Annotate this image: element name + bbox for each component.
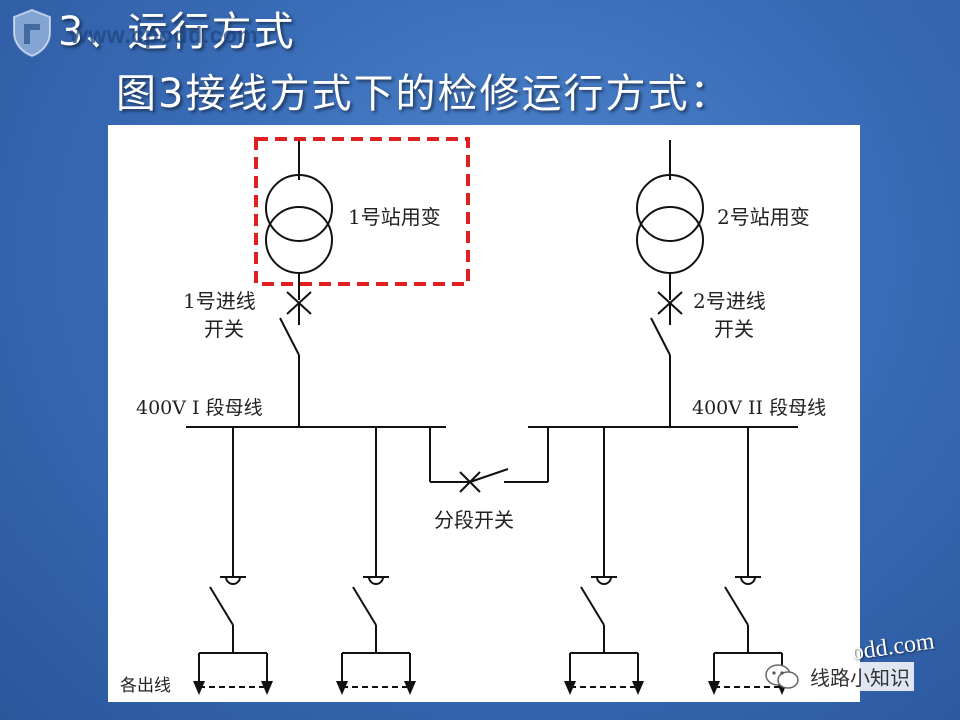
feeder-3 — [569, 427, 639, 688]
watermark-url: www.cpodd.com — [70, 22, 259, 48]
transformer-1-label: 1号站用变 — [348, 205, 441, 229]
busbar-1-label: 400V I 段母线 — [136, 397, 263, 419]
incoming-switch-1 — [279, 291, 312, 427]
incoming-switch-2 — [650, 291, 683, 427]
incoming-switch-2-label-line2: 开关 — [714, 317, 754, 341]
bus-tie-label: 分段开关 — [434, 508, 514, 532]
bus-tie-switch — [429, 427, 549, 493]
feeder-2 — [341, 427, 411, 688]
feeder-arrows — [193, 681, 788, 695]
wiring-diagram: 1号站用变 2号站用变 1号进线 开关 2号进线 开关 400V I 段母线 4… — [120, 137, 826, 696]
transformer-2-label: 2号站用变 — [717, 205, 810, 229]
corner-watermark-url: odd.com — [850, 628, 937, 666]
wiring-diagram-panel: 1号站用变 2号站用变 1号进线 开关 2号进线 开关 400V I 段母线 4… — [108, 125, 860, 702]
wechat-icon — [765, 664, 799, 689]
incoming-switch-1-label-line1: 1号进线 — [183, 289, 256, 313]
feeders-label: 各出线 — [120, 676, 171, 696]
transformer-1 — [265, 140, 333, 300]
transformer-2 — [636, 140, 704, 300]
maintenance-highlight-box — [254, 137, 470, 286]
shield-logo-icon — [13, 8, 51, 58]
slide-heading: 3、运行方式 — [58, 9, 296, 55]
busbar-2-label: 400V II 段母线 — [692, 397, 826, 419]
incoming-switch-2-label-line1: 2号进线 — [693, 289, 766, 313]
feeder-4 — [713, 427, 783, 688]
corner-watermark-brand: 线路小知识 — [806, 662, 914, 691]
feeder-1 — [198, 427, 268, 688]
incoming-switch-1-label-line2: 开关 — [204, 317, 244, 341]
slide-subheading: 图3接线方式下的检修运行方式： — [116, 71, 732, 117]
